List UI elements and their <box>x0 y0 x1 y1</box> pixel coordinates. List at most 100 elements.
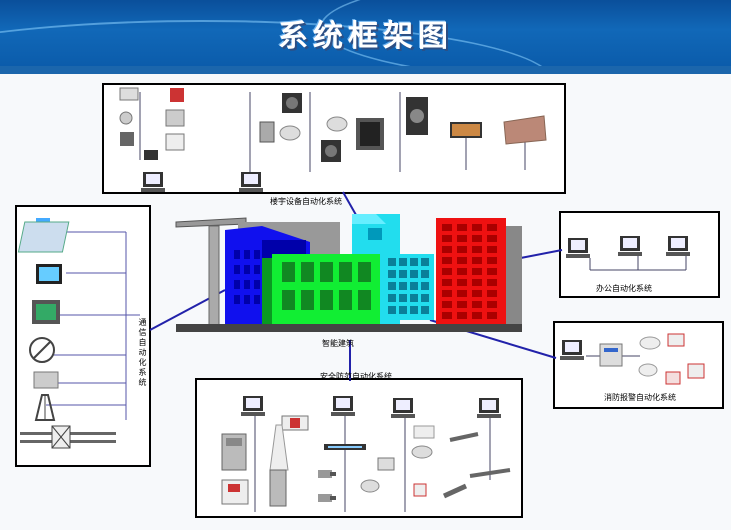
building-window <box>487 268 497 275</box>
building-window <box>282 290 295 310</box>
building-window <box>457 312 467 319</box>
building-window <box>442 290 452 297</box>
building-window <box>487 224 497 231</box>
building-window <box>339 290 352 310</box>
building-window <box>282 262 295 282</box>
building-window <box>254 265 260 274</box>
intelligent-building-label: 智能建筑 <box>322 339 354 348</box>
building-windows <box>234 224 497 319</box>
building-automation-devices <box>119 87 547 172</box>
building-window <box>457 235 467 242</box>
camera-icon <box>318 470 336 478</box>
building-window <box>487 235 497 242</box>
building-window <box>472 279 482 286</box>
camera-icon <box>318 494 336 502</box>
building-window <box>487 312 497 319</box>
building-window <box>442 312 452 319</box>
building-window <box>457 279 467 286</box>
building-window <box>442 257 452 264</box>
building-window <box>442 235 452 242</box>
page-title: 系统框架图 <box>278 19 453 54</box>
building-window <box>442 246 452 253</box>
building-window <box>254 250 260 259</box>
building-window <box>410 258 418 266</box>
building-window <box>339 262 352 282</box>
building-window <box>457 268 467 275</box>
workstation-icon <box>331 396 355 416</box>
office-automation-label: 办公自动化系统 <box>596 284 652 293</box>
building-window <box>301 262 314 282</box>
building-window <box>472 246 482 253</box>
antenna-tower-icon <box>34 394 56 421</box>
building-window <box>472 268 482 275</box>
building-window <box>487 290 497 297</box>
building-window <box>472 257 482 264</box>
fire-alarm-devices <box>586 333 705 385</box>
building-window <box>320 290 333 310</box>
building-window <box>388 294 396 302</box>
workstation-icon <box>141 172 165 192</box>
header-banner: 系统框架图 <box>0 0 731 66</box>
building-window <box>388 270 396 278</box>
building-window <box>399 294 407 302</box>
building-automation-label: 楼宇设备自动化系统 <box>270 197 342 206</box>
workstation-icon <box>241 396 265 416</box>
building-window <box>399 282 407 290</box>
workstation-icon <box>391 398 415 418</box>
building-window <box>421 306 429 314</box>
building-window <box>410 294 418 302</box>
building-window <box>442 301 452 308</box>
building-window <box>254 295 260 304</box>
building-window <box>410 306 418 314</box>
building-window <box>457 257 467 264</box>
building-window <box>234 280 240 289</box>
building-window <box>442 224 452 231</box>
building-window <box>487 246 497 253</box>
building-window <box>457 246 467 253</box>
workstation-icon <box>560 340 584 360</box>
building-window <box>472 312 482 319</box>
workstation-icon <box>477 398 501 418</box>
satellite-dish-icon <box>29 337 55 363</box>
workstations <box>141 172 690 418</box>
security-devices <box>221 412 511 512</box>
building-window <box>457 290 467 297</box>
building-window <box>457 301 467 308</box>
building-window <box>388 258 396 266</box>
workstation-icon <box>618 236 642 256</box>
building-window <box>388 306 396 314</box>
building-window <box>301 290 314 310</box>
building-window <box>421 270 429 278</box>
building-window <box>244 280 250 289</box>
workstation-icon <box>239 172 263 192</box>
security-automation-label: 安全防范自动化系统 <box>320 372 392 381</box>
building-window <box>320 262 333 282</box>
building-window <box>442 268 452 275</box>
workstation-icon <box>666 236 690 256</box>
building-window <box>358 290 371 310</box>
building-window <box>442 279 452 286</box>
fire-alarm-label: 消防报警自动化系统 <box>604 393 676 402</box>
building-window <box>421 282 429 290</box>
building-window <box>472 224 482 231</box>
building-automation-box <box>102 83 566 194</box>
building-window <box>487 257 497 264</box>
communication-devices <box>17 218 140 449</box>
header-wave <box>320 0 731 66</box>
building-window <box>421 294 429 302</box>
building-window <box>244 265 250 274</box>
building-window <box>399 270 407 278</box>
building-window <box>472 301 482 308</box>
building-window <box>234 295 240 304</box>
building-window <box>254 280 260 289</box>
building-window <box>421 258 429 266</box>
workstation-icon <box>566 238 590 258</box>
building-window <box>457 224 467 231</box>
building-window <box>234 250 240 259</box>
building-window <box>410 270 418 278</box>
building-window <box>487 279 497 286</box>
building-window <box>358 262 371 282</box>
building-window <box>244 295 250 304</box>
building-window <box>234 265 240 274</box>
